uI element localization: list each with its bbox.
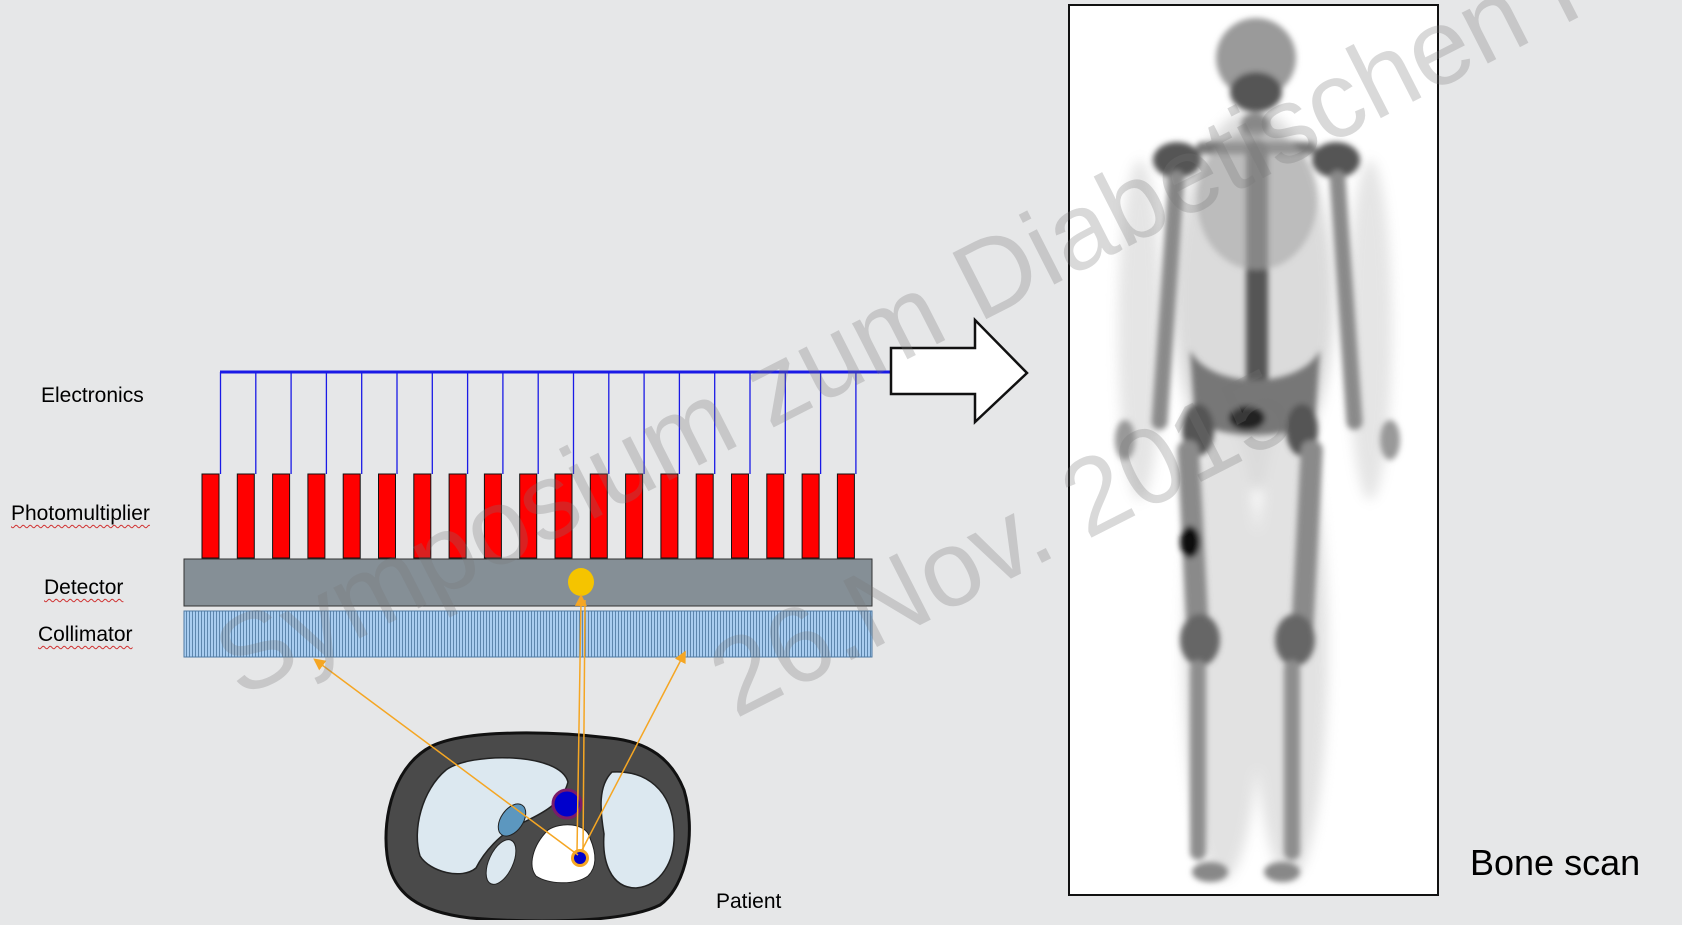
patient-crosssection — [386, 733, 689, 920]
bone-scan-label: Bone scan — [1470, 842, 1640, 884]
photomultiplier-tube — [449, 474, 466, 558]
label-detector: Detector — [44, 576, 123, 600]
label-patient: Patient — [716, 890, 781, 914]
photomultiplier-tube — [414, 474, 431, 558]
label-collimator: Collimator — [38, 623, 133, 647]
photomultiplier-tube — [661, 474, 678, 558]
electronics-wires — [221, 372, 856, 474]
photomultiplier-tube — [767, 474, 784, 558]
label-photomultiplier: Photomultiplier — [11, 502, 150, 526]
collimator-plate — [184, 611, 872, 657]
photomultiplier-tube — [308, 474, 325, 558]
detector-crystal — [184, 559, 872, 606]
label-electronics: Electronics — [41, 384, 144, 408]
photomultiplier-tube — [202, 474, 219, 558]
photomultiplier-tube — [802, 474, 819, 558]
photomultiplier-tube — [555, 474, 572, 558]
scintillation-flash — [568, 568, 594, 596]
photomultiplier-tube — [696, 474, 713, 558]
photomultiplier-tube — [273, 474, 290, 558]
photomultiplier-tube — [520, 474, 537, 558]
photomultiplier-tube — [732, 474, 749, 558]
photomultiplier-tube — [237, 474, 254, 558]
arrow-right-icon — [891, 320, 1027, 422]
photomultiplier-array — [202, 474, 854, 558]
photomultiplier-tube — [343, 474, 360, 558]
photomultiplier-tube — [626, 474, 643, 558]
photomultiplier-tube — [379, 474, 396, 558]
photomultiplier-tube — [590, 474, 607, 558]
photomultiplier-tube — [837, 474, 854, 558]
photomultiplier-tube — [484, 474, 501, 558]
